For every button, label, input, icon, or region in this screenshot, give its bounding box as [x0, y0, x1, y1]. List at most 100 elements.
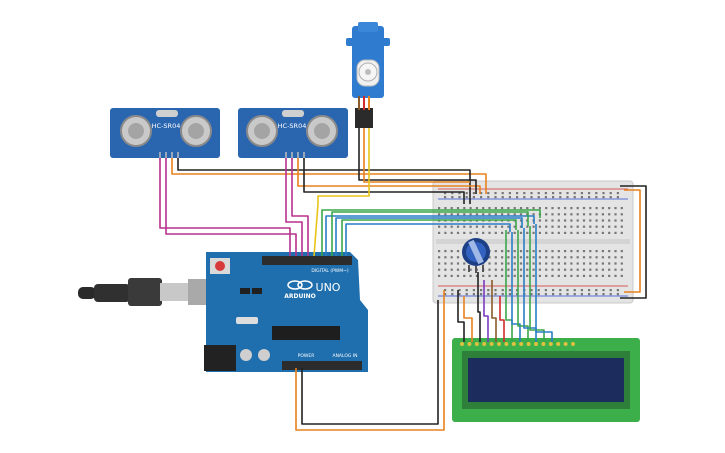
breadboard-hole: [589, 213, 592, 216]
arduino-brand-label: ARDUINO: [284, 293, 315, 300]
breadboard-hole: [487, 192, 490, 195]
breadboard-hole: [616, 293, 619, 296]
breadboard-hole: [450, 225, 453, 228]
breadboard-hole: [601, 231, 604, 234]
breadboard-hole: [494, 274, 497, 277]
breadboard-hole: [573, 293, 576, 296]
breadboard-hole: [601, 274, 604, 277]
breadboard-hole: [458, 293, 461, 296]
breadboard-hole: [595, 262, 598, 265]
breadboard-hole: [444, 213, 447, 216]
breadboard-hole: [482, 207, 485, 210]
breadboard-hole: [608, 213, 611, 216]
sensor-left-label: HC-SR04: [152, 122, 181, 130]
breadboard-hole: [576, 225, 579, 228]
breadboard-hole: [450, 262, 453, 265]
lcd-pin: [526, 342, 531, 346]
breadboard-hole: [519, 274, 523, 277]
breadboard-hole: [559, 293, 562, 296]
breadboard-hole: [519, 268, 523, 271]
breadboard-hole: [488, 213, 491, 216]
breadboard-hole: [501, 207, 504, 210]
breadboard-hole: [526, 268, 529, 271]
breadboard-hole: [595, 289, 598, 292]
arduino-analog-label: ANALOG IN: [332, 353, 357, 359]
lcd-pin: [482, 342, 487, 346]
breadboard-hole: [482, 213, 485, 216]
breadboard-hole: [545, 213, 548, 216]
breadboard-hole: [608, 250, 611, 253]
breadboard-hole: [450, 213, 453, 216]
breadboard-hole: [538, 250, 541, 253]
servo-motor[interactable]: [346, 22, 390, 128]
breadboard-hole: [595, 274, 598, 277]
breadboard-hole: [614, 219, 617, 222]
breadboard-hole: [588, 192, 591, 195]
breadboard-hole: [538, 207, 541, 210]
potentiometer[interactable]: [462, 238, 490, 273]
breadboard-hole: [463, 225, 466, 228]
breadboard-hole: [557, 231, 560, 234]
breadboard-hole: [589, 268, 592, 271]
lcd-pin: [504, 342, 509, 346]
breadboard-hole: [487, 196, 490, 199]
breadboard-hole: [456, 225, 460, 228]
lcd-pin: [489, 342, 494, 346]
breadboard-hole: [494, 225, 497, 228]
breadboard-hole: [614, 207, 617, 210]
breadboard-hole: [566, 289, 569, 292]
breadboard-hole: [609, 192, 612, 195]
breadboard-hole: [614, 262, 617, 265]
breadboard-hole: [545, 231, 548, 234]
breadboard-hole: [582, 256, 586, 259]
breadboard-hole: [444, 293, 447, 296]
breadboard-hole: [482, 274, 485, 277]
breadboard-hole: [444, 268, 447, 271]
breadboard-hole: [456, 207, 460, 210]
breadboard-hole: [538, 225, 541, 228]
breadboard-hole: [463, 268, 466, 271]
breadboard-hole: [576, 262, 579, 265]
breadboard-hole: [595, 207, 598, 210]
breadboard-hole: [589, 262, 592, 265]
breadboard-hole: [552, 289, 555, 292]
breadboard-hole: [616, 196, 619, 199]
breadboard-hole: [519, 231, 523, 234]
breadboard-hole: [580, 196, 583, 199]
breadboard-hole: [444, 274, 447, 277]
breadboard-hole: [570, 274, 573, 277]
breadboard-hole: [564, 274, 567, 277]
breadboard-hole: [557, 213, 560, 216]
breadboard-hole: [513, 213, 516, 216]
breadboard-hole: [576, 207, 579, 210]
breadboard-hole: [614, 250, 617, 253]
breadboard-hole: [519, 207, 523, 210]
breadboard-hole: [501, 256, 504, 259]
breadboard-hole: [609, 289, 612, 292]
breadboard-hole: [614, 213, 617, 216]
breadboard-hole: [488, 262, 491, 265]
breadboard-hole: [573, 192, 576, 195]
breadboard-hole: [438, 207, 441, 210]
breadboard-hole: [465, 196, 468, 199]
breadboard-hole: [494, 231, 497, 234]
ultrasonic-sensor-left: HC-SR04: [110, 108, 220, 160]
lcd-pin: [474, 342, 479, 346]
breadboard-hole: [595, 268, 598, 271]
breadboard-hole: [545, 262, 548, 265]
breadboard-hole: [488, 256, 491, 259]
breadboard-hole: [614, 256, 617, 259]
breadboard-hole: [538, 262, 541, 265]
breadboard-hole: [513, 262, 516, 265]
breadboard-hole: [508, 196, 511, 199]
breadboard-hole: [494, 250, 497, 253]
breadboard-hole: [494, 256, 497, 259]
lcd-pin: [556, 342, 561, 346]
breadboard-hole: [526, 250, 529, 253]
breadboard-hole: [532, 231, 535, 234]
lcd-display: [452, 338, 640, 422]
breadboard-hole: [589, 207, 592, 210]
breadboard-hole: [526, 207, 529, 210]
breadboard-hole: [588, 293, 591, 296]
breadboard-hole: [537, 289, 540, 292]
